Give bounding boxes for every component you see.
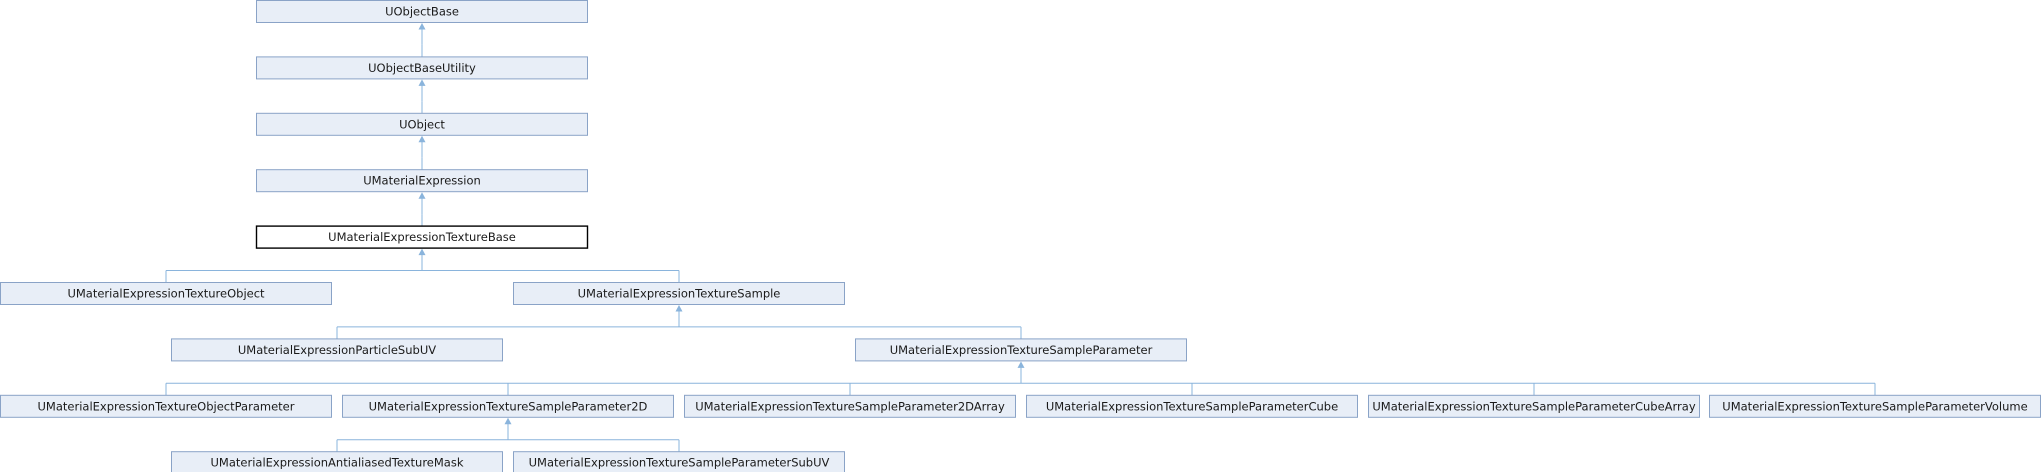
inheritance-arrowhead [418, 248, 426, 256]
class-node-label: UMaterialExpressionTextureSampleParamete… [1722, 399, 2027, 413]
class-node-label: UMaterialExpressionParticleSubUV [238, 343, 436, 357]
class-node-label: UMaterialExpressionTextureObject [67, 287, 265, 301]
class-node-label: UMaterialExpressionTextureBase [328, 230, 516, 244]
class-node-box [1368, 394, 1700, 418]
class-node-label: UMaterialExpressionTextureSampleParamete… [890, 343, 1153, 357]
class-node-label: UMaterialExpressionTextureObjectParamete… [38, 399, 295, 413]
class-node-box [513, 451, 845, 472]
class-node-label: UMaterialExpressionTextureSampleParamete… [1046, 399, 1338, 413]
class-node-label: UObjectBaseUtility [368, 61, 476, 75]
class-node[interactable]: UMaterialExpressionTextureSampleParamete… [342, 394, 674, 418]
inheritance-arrowhead [1017, 361, 1025, 368]
class-node-box [855, 338, 1187, 362]
current-class-node: UMaterialExpressionTextureBase [255, 225, 589, 249]
inheritance-arrowhead [418, 79, 426, 86]
class-node-box [342, 394, 674, 418]
inheritance-arrowhead [504, 417, 512, 425]
class-node-box [256, 56, 588, 80]
class-node-label: UMaterialExpressionTextureSampleParamete… [1372, 399, 1695, 413]
class-node[interactable]: UMaterialExpressionTextureSampleParamete… [855, 338, 1187, 362]
class-node[interactable]: UMaterialExpressionTextureObject [0, 282, 332, 305]
class-node[interactable]: UMaterialExpressionAntialiasedTextureMas… [171, 451, 503, 472]
class-node-box [255, 225, 589, 249]
class-node[interactable]: UMaterialExpressionTextureSampleParamete… [1368, 394, 1700, 418]
class-node-label: UObject [399, 117, 445, 131]
class-node-box [171, 451, 503, 472]
class-node-label: UMaterialExpression [363, 174, 481, 188]
inheritance-arrowhead [418, 23, 426, 30]
class-node-box [256, 112, 588, 136]
class-node-box [1026, 394, 1358, 418]
class-node-label: UMaterialExpressionTextureSampleParamete… [369, 399, 648, 413]
class-node-label: UMaterialExpressionTextureSampleParamete… [695, 399, 1005, 413]
class-node-label: UMaterialExpressionTextureSampleParamete… [529, 456, 830, 470]
class-node[interactable]: UMaterialExpressionTextureSampleParamete… [513, 451, 845, 472]
inheritance-edges [165, 23, 1876, 452]
class-node[interactable]: UMaterialExpressionTextureSample [513, 282, 845, 305]
class-node-box [256, 169, 588, 193]
class-node[interactable]: UMaterialExpressionTextureSampleParamete… [1709, 394, 2041, 418]
inheritance-arrowhead [418, 192, 426, 199]
inheritance-arrowhead [675, 305, 683, 312]
class-node[interactable]: UObjectBase [256, 0, 588, 23]
class-node-label: UObjectBase [385, 5, 459, 19]
class-node-box [0, 394, 332, 418]
class-node-box [0, 282, 332, 305]
inheritance-arrowhead [418, 135, 426, 143]
class-node-box [684, 394, 1016, 418]
class-node[interactable]: UObject [256, 112, 588, 136]
class-node[interactable]: UMaterialExpressionTextureSampleParamete… [684, 394, 1016, 418]
class-node-label: UMaterialExpressionAntialiasedTextureMas… [211, 456, 464, 470]
class-node-label: UMaterialExpressionTextureSample [578, 287, 781, 301]
class-node[interactable]: UObjectBaseUtility [256, 56, 588, 80]
class-node[interactable]: UMaterialExpression [256, 169, 588, 193]
class-node[interactable]: UMaterialExpressionParticleSubUV [171, 338, 503, 362]
class-node-box [513, 282, 845, 305]
class-node[interactable]: UMaterialExpressionTextureObjectParamete… [0, 394, 332, 418]
class-node-box [256, 0, 588, 23]
class-node-box [171, 338, 503, 362]
class-node[interactable]: UMaterialExpressionTextureSampleParamete… [1026, 394, 1358, 418]
class-node-box [1709, 394, 2041, 418]
